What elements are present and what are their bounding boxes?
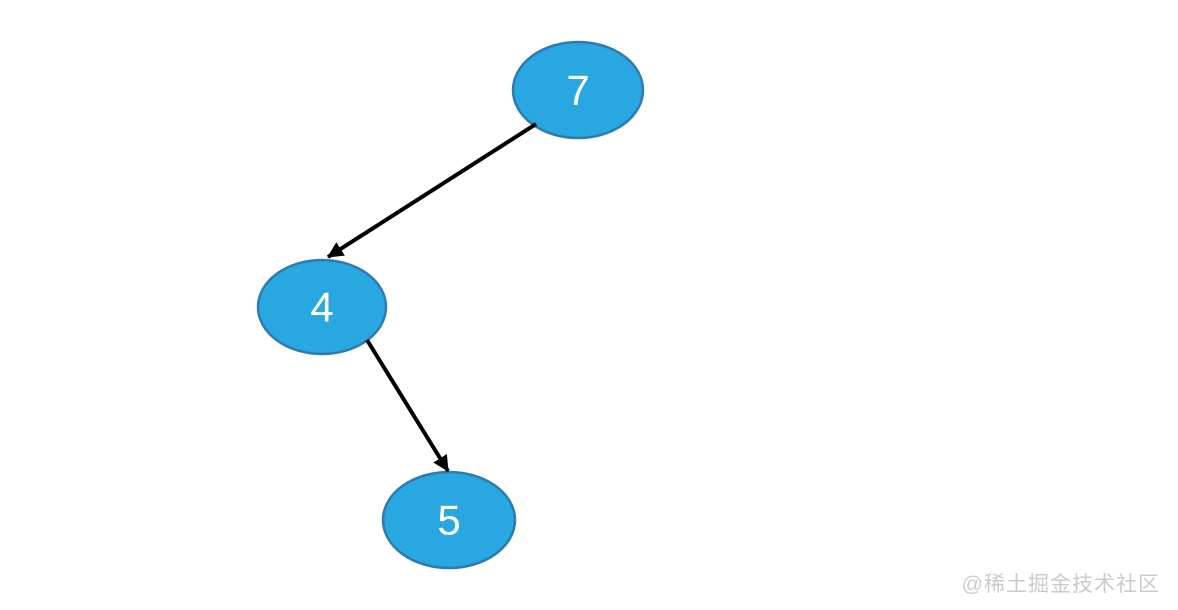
tree-edge-7-to-4 bbox=[326, 122, 538, 259]
tree-node-4: 4 bbox=[256, 258, 388, 356]
tree-node-label: 4 bbox=[310, 284, 333, 331]
tree-node-7: 7 bbox=[511, 40, 645, 140]
tree-node-label: 7 bbox=[566, 67, 589, 114]
watermark-text: @稀土掘金技术社区 bbox=[961, 573, 1160, 596]
tree-node-label: 5 bbox=[437, 497, 460, 544]
tree-node-ellipse bbox=[256, 258, 388, 356]
tree-node-ellipse bbox=[381, 470, 517, 570]
tree-edge-4-to-5 bbox=[365, 338, 450, 473]
tree-node-ellipse bbox=[511, 40, 645, 140]
tree-node-5: 5 bbox=[381, 470, 517, 570]
